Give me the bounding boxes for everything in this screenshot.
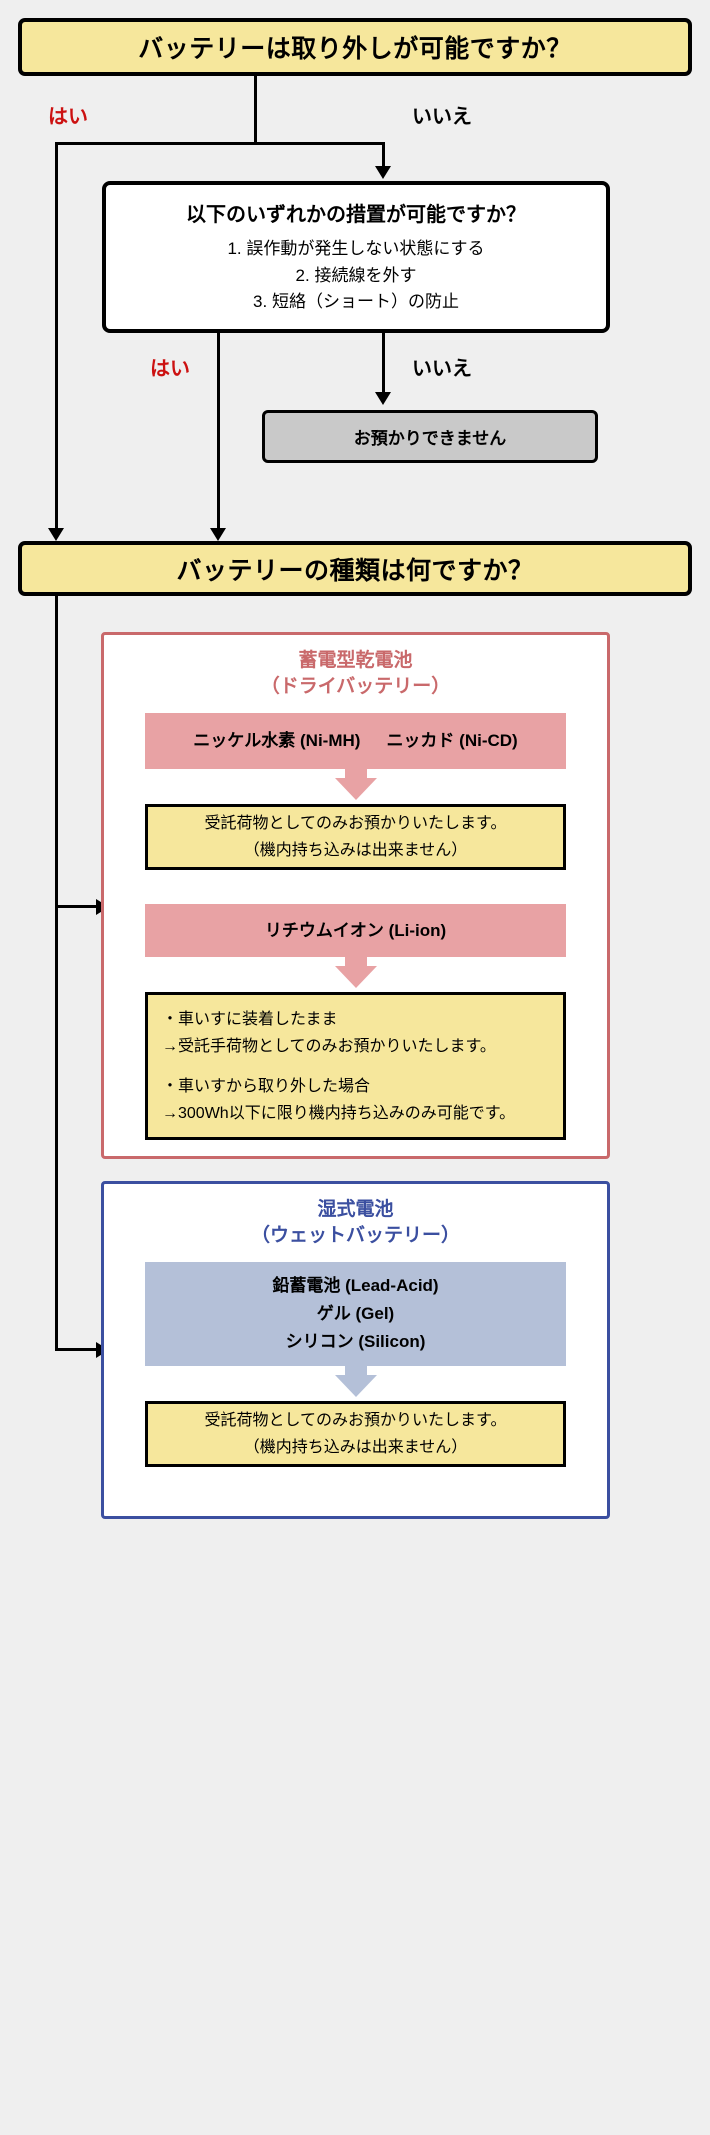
arrow-q1-no-to-q2 (375, 166, 391, 179)
arrow-lithium-ion-to-result (145, 957, 566, 989)
connector-q1-yes-branch (55, 142, 58, 534)
panel-wet-battery: 湿式電池 （ウェットバッテリー） 鉛蓄電池 (Lead-Acid) ゲル (Ge… (101, 1181, 610, 1519)
edge-label-q2-no: いいえ (412, 358, 472, 380)
connector-q2-no-branch (382, 333, 385, 395)
safety-measure-option-1: 1. 誤作動が発生しない状態にする (227, 239, 485, 259)
arrow-q2-yes-to-q3 (210, 528, 226, 541)
safety-measure-option-2: 2. 接続線を外す (295, 265, 417, 285)
chip-lithium-ion-label: リチウムイオン (Li-ion) (264, 920, 447, 940)
arrow-nimh-nicd-to-result (145, 769, 566, 801)
connector-q1-no-branch (382, 142, 385, 170)
edge-label-q2-yes: はい (150, 358, 190, 380)
connector-q2-yes-branch (217, 333, 220, 534)
arrow-wet-to-result (145, 1366, 566, 1398)
result-wet-checked-only-line1: 受託荷物としてのみお預かりいたします。 (204, 1412, 507, 1430)
chip-gel-label: ゲル (Gel) (316, 1304, 395, 1324)
chip-silicon-label: シリコン (Silicon) (285, 1332, 426, 1352)
connector-q3-rail (55, 596, 58, 1350)
edge-label-q1-yes: はい (48, 106, 88, 128)
panel-wet-battery-title-line1: 湿式電池 (317, 1199, 394, 1220)
chip-nimh-nicd: ニッケル水素 (Ni-MH) ニッカド (Ni-CD) (145, 713, 566, 770)
result-lithium-ion-line2: →受託手荷物としてのみお預かりいたします。 (162, 1037, 496, 1055)
result-dry-checked-only-line1: 受託荷物としてのみお預かりいたします。 (204, 815, 507, 833)
chip-nicd-label: ニッカド (Ni-CD) (386, 731, 518, 751)
result-dry-checked-only-line2: （機内持ち込みは出来ません） (243, 842, 468, 860)
result-lithium-ion-rules: ・車いすに装着したまま →受託手荷物としてのみお預かりいたします。 ・車いすから… (145, 992, 566, 1141)
arrow-q2-no-to-reject (375, 392, 391, 405)
question-battery-removable: バッテリーは取り外しが可能ですか？ (18, 18, 692, 76)
question-battery-removable-label: バッテリーは取り外しが可能ですか？ (138, 35, 572, 63)
arrow-q1-yes-to-q3 (48, 528, 64, 541)
question-battery-type: バッテリーの種類は何ですか？ (18, 541, 692, 596)
result-dry-checked-only: 受託荷物としてのみお預かりいたします。 （機内持ち込みは出来ません） (145, 804, 566, 871)
connector-q3-to-wet-panel (55, 1348, 98, 1351)
result-lithium-ion-line1: ・車いすに装着したまま (162, 1010, 338, 1028)
result-lithium-ion-line4: →300Wh以下に限り機内持ち込みのみ可能です。 (162, 1105, 516, 1123)
panel-dry-battery: 蓄電型乾電池 （ドライバッテリー） ニッケル水素 (Ni-MH) ニッカド (N… (101, 632, 610, 1159)
connector-q3-to-dry-panel (55, 905, 98, 908)
connector-q1-stem (254, 76, 257, 144)
question-safety-measures-heading: 以下のいずれかの措置が可能ですか？ (186, 204, 526, 227)
result-wet-checked-only-line2: （機内持ち込みは出来ません） (243, 1439, 468, 1457)
chip-nimh-label: ニッケル水素 (Ni-MH) (193, 731, 361, 751)
connector-q1-split (55, 142, 385, 145)
chip-lithium-ion: リチウムイオン (Li-ion) (145, 904, 566, 958)
chip-lead-acid-label: 鉛蓄電池 (Lead-Acid) (272, 1276, 439, 1296)
result-cannot-accept: お預かりできません (262, 410, 598, 463)
safety-measure-option-3: 3. 短絡（ショート）の防止 (253, 292, 459, 312)
question-battery-type-label: バッテリーの種類は何ですか？ (176, 556, 534, 585)
question-safety-measures: 以下のいずれかの措置が可能ですか？ 1. 誤作動が発生しない状態にする 2. 接… (102, 181, 610, 333)
result-wet-checked-only: 受託荷物としてのみお預かりいたします。 （機内持ち込みは出来ません） (145, 1401, 566, 1468)
result-lithium-ion-line3: ・車いすから取り外した場合 (162, 1077, 371, 1095)
panel-dry-battery-title-line2: （ドライバッテリー） (260, 676, 451, 698)
panel-dry-battery-title: 蓄電型乾電池 （ドライバッテリー） (104, 635, 607, 700)
edge-label-q1-no: いいえ (412, 106, 472, 128)
panel-wet-battery-title: 湿式電池 （ウェットバッテリー） (104, 1184, 607, 1249)
result-cannot-accept-label: お預かりできません (353, 429, 507, 448)
chip-wet-chemistries: 鉛蓄電池 (Lead-Acid) ゲル (Gel) シリコン (Silicon) (145, 1262, 566, 1367)
panel-wet-battery-title-line2: （ウェットバッテリー） (250, 1225, 460, 1247)
panel-dry-battery-title-line1: 蓄電型乾電池 (298, 650, 413, 671)
